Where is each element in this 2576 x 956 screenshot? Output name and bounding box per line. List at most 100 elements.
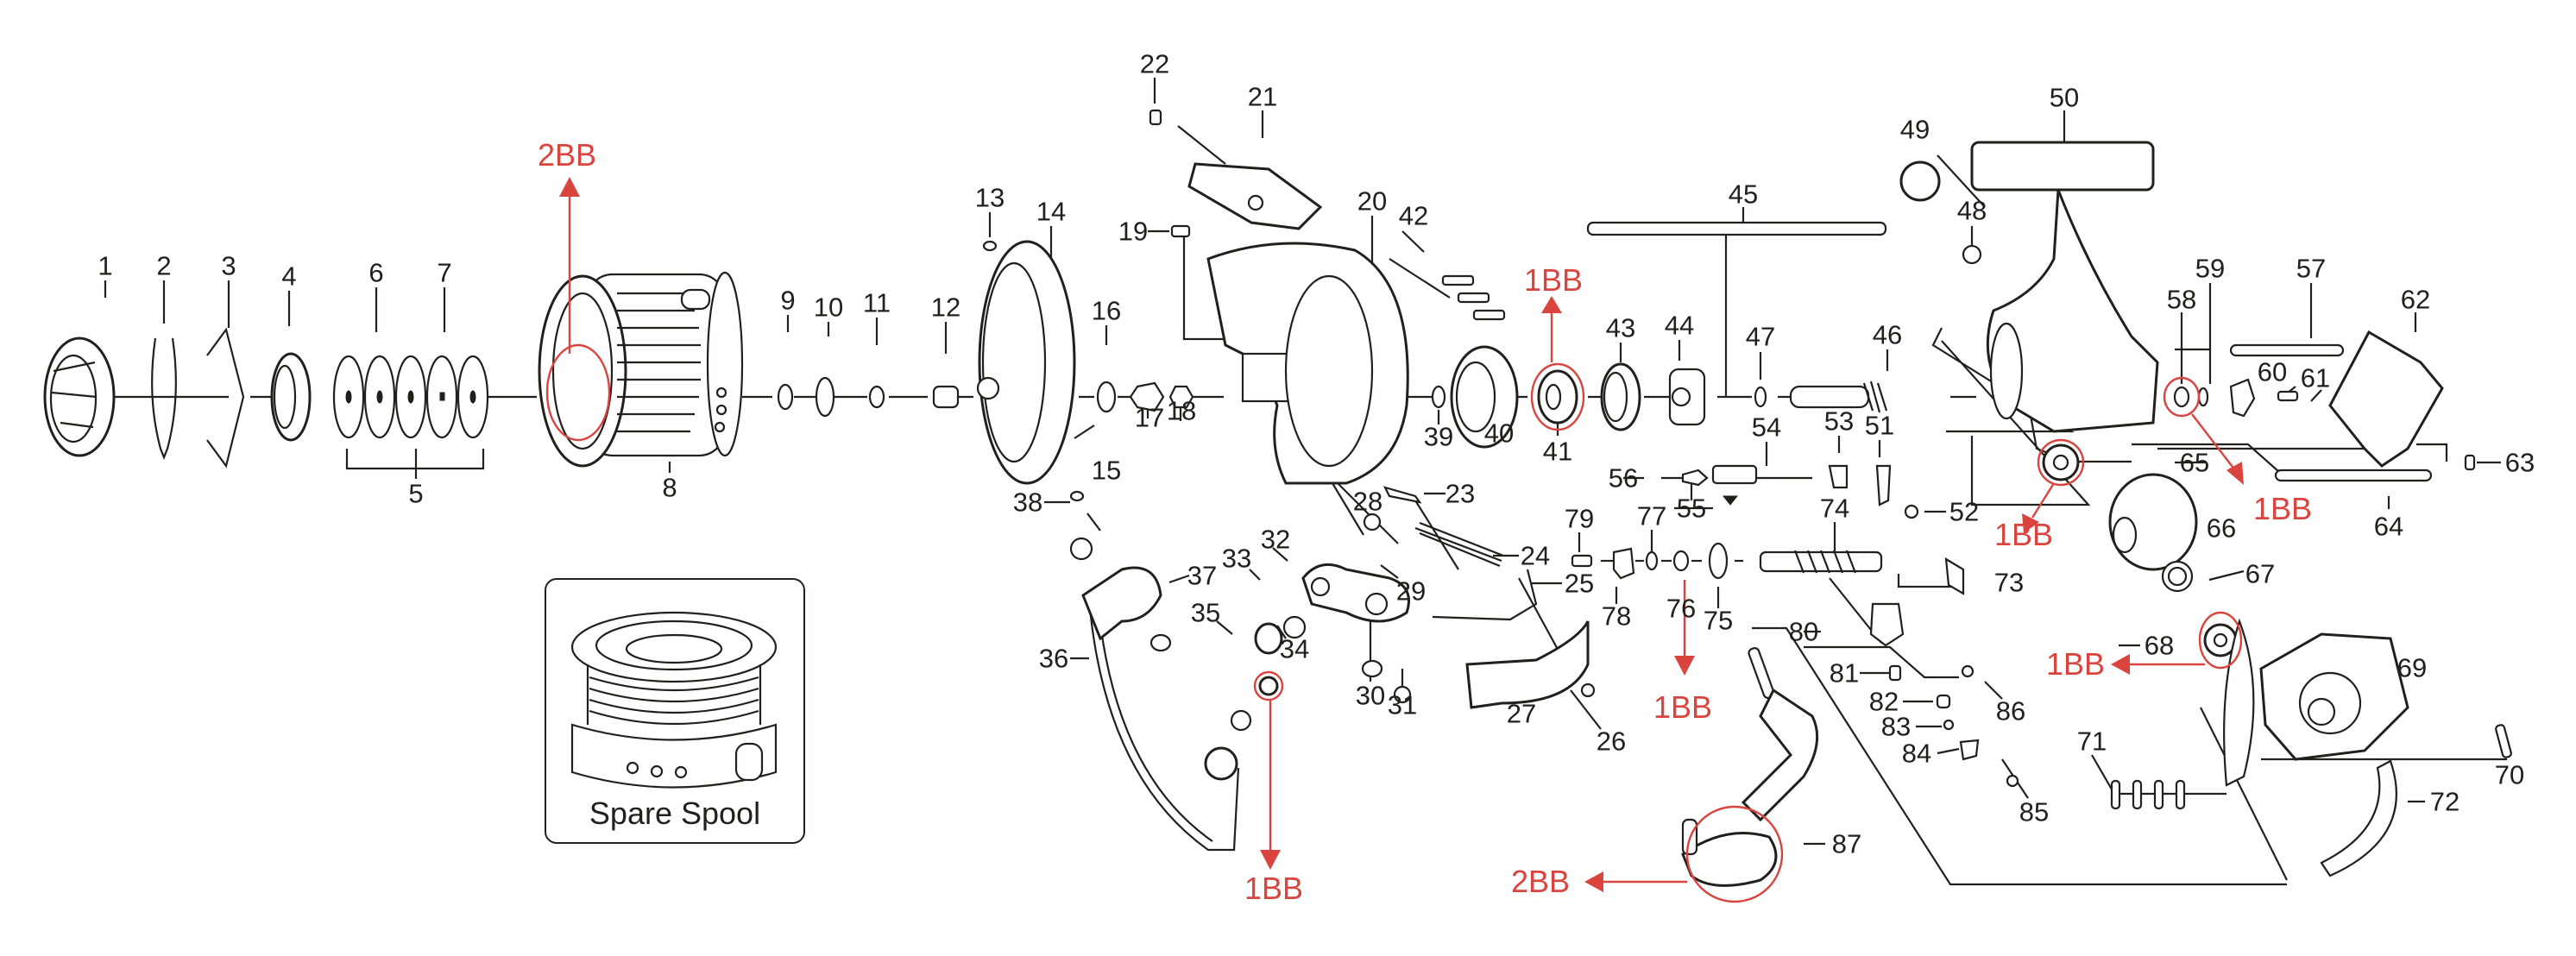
part-label-75: 75 xyxy=(1703,605,1734,636)
part-12-bushing-shape xyxy=(932,385,960,409)
part-label-39: 39 xyxy=(1423,421,1454,452)
arrow-up-icon xyxy=(1541,296,1562,313)
part-label-6: 6 xyxy=(368,257,384,288)
part-31-screw-shape xyxy=(1393,685,1412,704)
part-77-washer-shape xyxy=(1645,550,1659,571)
part-label-51: 51 xyxy=(1864,410,1895,441)
part-label-64: 64 xyxy=(2373,511,2404,542)
part-79-screw-shape xyxy=(1571,554,1593,568)
part-59-washer-shape xyxy=(2197,387,2209,407)
part-label-81: 81 xyxy=(1829,657,1860,689)
bb-label-68: 1BB xyxy=(2045,646,2106,682)
part-label-2: 2 xyxy=(156,250,172,281)
part-label-86: 86 xyxy=(1995,695,2026,726)
arrow-down-icon xyxy=(1674,656,1695,676)
part-20-rotor-shape xyxy=(1206,242,1409,485)
part-label-72: 72 xyxy=(2429,786,2460,817)
part-56-spring-shape xyxy=(1681,469,1709,487)
part-label-13: 13 xyxy=(974,182,1005,213)
part-label-1: 1 xyxy=(98,250,113,281)
part-label-84: 84 xyxy=(1901,738,1932,769)
part-54-slider-shape xyxy=(1711,464,1758,485)
part-39-washer-shape xyxy=(1431,385,1446,409)
part-label-66: 66 xyxy=(2206,513,2237,544)
part-label-76: 76 xyxy=(1666,593,1697,624)
part-label-12: 12 xyxy=(930,292,961,323)
part-71-screws-shape xyxy=(2110,779,2186,810)
part-30-bushing-shape xyxy=(1361,659,1383,678)
part-label-41: 41 xyxy=(1542,436,1573,467)
part-78-plate-shape xyxy=(1612,547,1635,580)
part-32-washer-shape xyxy=(1282,615,1307,639)
spare-spool-label: Spare Spool xyxy=(589,796,761,831)
bb-label-41: 1BB xyxy=(1523,262,1584,298)
bb-circle-spool xyxy=(545,343,611,442)
part-34-bearing-shape xyxy=(1258,676,1279,696)
part-label-56: 56 xyxy=(1608,462,1639,494)
part-label-35: 35 xyxy=(1190,597,1221,628)
part-label-36: 36 xyxy=(1038,643,1069,674)
part-label-11: 11 xyxy=(862,287,891,318)
part-26-screw-shape xyxy=(1580,682,1596,698)
part-11-washer-shape xyxy=(868,385,885,409)
part-35-washer-shape xyxy=(1230,709,1252,732)
part-label-19: 19 xyxy=(1118,216,1149,247)
part-48-bushing-shape xyxy=(1962,244,1982,265)
bb-circle-87 xyxy=(1685,805,1784,903)
part-49-knob-shape xyxy=(1899,160,1941,202)
part-18-lockwasher-shape xyxy=(1168,385,1194,409)
part-label-45: 45 xyxy=(1728,179,1759,210)
part-label-4: 4 xyxy=(281,261,297,292)
part-label-77: 77 xyxy=(1636,500,1667,531)
part-label-87: 87 xyxy=(1831,828,1862,859)
part-46-pinion-shape xyxy=(1789,385,1870,409)
part-28-screw-shape xyxy=(1363,513,1382,531)
part-label-52: 52 xyxy=(1949,496,1980,527)
part-label-68: 68 xyxy=(2144,630,2175,661)
part-76-bearing-shape xyxy=(1672,550,1690,572)
part-label-48: 48 xyxy=(1956,195,1987,226)
part-label-43: 43 xyxy=(1605,312,1636,343)
part-label-46: 46 xyxy=(1872,319,1903,350)
part-label-79: 79 xyxy=(1564,503,1595,534)
part-label-31: 31 xyxy=(1387,689,1418,720)
part-87-handle-shape xyxy=(1681,647,1819,887)
part-label-17: 17 xyxy=(1134,402,1165,433)
part-24-spring-shape xyxy=(1414,526,1502,563)
part-13-washer-shape xyxy=(982,240,998,252)
part-47-washer-shape xyxy=(1754,386,1767,408)
part-label-53: 53 xyxy=(1823,406,1855,437)
part-label-62: 62 xyxy=(2400,284,2431,315)
part-80-block-shape xyxy=(1869,602,1905,647)
bearing-callouts xyxy=(545,177,2244,903)
part-label-34: 34 xyxy=(1279,633,1310,664)
part-label-22: 22 xyxy=(1139,48,1170,79)
bb-label-65: 1BB xyxy=(1993,517,2054,552)
bb-label-spool: 2BB xyxy=(537,137,597,173)
part-72-arc-shape xyxy=(2320,759,2397,877)
part-19-screw-shape xyxy=(1170,224,1191,238)
part-16-washer-shape xyxy=(1096,381,1117,413)
part-61-screw-shape xyxy=(2277,390,2299,402)
part-label-55: 55 xyxy=(1676,493,1707,524)
bb-arrow-line-58 xyxy=(2191,413,2236,471)
part-73-plate-shape xyxy=(1944,557,1965,595)
part-label-32: 32 xyxy=(1260,524,1291,555)
part-label-30: 30 xyxy=(1355,680,1386,711)
part-83-washer-shape xyxy=(1943,719,1955,731)
part-85-screw-shape xyxy=(2006,774,2019,788)
part-37-bushing-shape xyxy=(1149,633,1172,652)
arrow-down-icon xyxy=(1260,850,1281,870)
part-label-20: 20 xyxy=(1357,186,1388,217)
part-label-83: 83 xyxy=(1880,711,1912,742)
spare-spool-drawing xyxy=(570,611,778,789)
part-label-37: 37 xyxy=(1187,560,1218,591)
part-label-85: 85 xyxy=(2019,796,2050,827)
part-label-15: 15 xyxy=(1091,455,1122,486)
bb-circle-58 xyxy=(2163,376,2201,418)
part-label-82: 82 xyxy=(1868,686,1899,717)
spare-spool-inset: Spare Spool xyxy=(545,578,805,844)
bb-circle-65 xyxy=(2037,438,2085,487)
